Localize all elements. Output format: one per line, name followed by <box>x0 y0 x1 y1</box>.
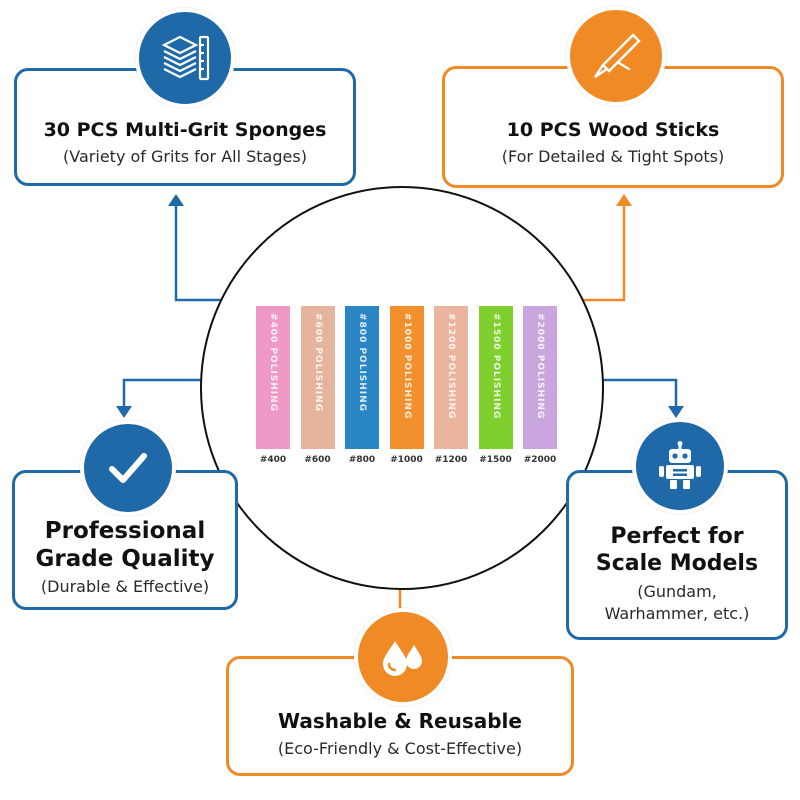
grit-strip-text: #400 POLISHING <box>268 313 278 413</box>
grit-label: #400 <box>259 455 287 465</box>
water-drops-icon <box>354 608 452 706</box>
arrow-sponges <box>168 194 184 206</box>
sponge-stack-icon <box>135 8 235 108</box>
grit-strip-text: #1200 POLISHING <box>446 313 456 420</box>
scalpel-stick-icon <box>566 6 666 106</box>
card-quality-title-1: Professional <box>44 518 206 544</box>
connector-quality <box>122 378 208 410</box>
arrow-quality <box>116 406 132 418</box>
card-quality-subtitle: (Durable & Effective) <box>40 577 210 596</box>
card-models-title-2: Scale Models <box>595 551 759 576</box>
grit-label: #600 <box>304 455 331 465</box>
arrow-sticks <box>616 194 632 206</box>
robot-icon <box>632 418 728 514</box>
grit-strip: #1500 POLISHING <box>478 306 513 449</box>
card-sponges-subtitle: (Variety of Grits for All Stages) <box>63 147 307 166</box>
card-washable-title: Washable & Reusable <box>278 709 522 733</box>
grit-strip: #800 POLISHING <box>345 306 379 449</box>
connector-sticks <box>570 196 626 302</box>
card-models-subtitle-2: Warhammer, etc.) <box>604 604 750 623</box>
grit-strip-text: #1500 POLISHING <box>490 313 501 420</box>
arrow-models <box>668 406 684 418</box>
card-quality-title-2: Grade Quality <box>35 546 215 572</box>
grit-strip: #400 POLISHING <box>256 306 290 449</box>
grit-label: #2000 <box>523 455 557 465</box>
grit-strip-text: #2000 POLISHING <box>535 313 545 420</box>
grit-strip-text: #600 POLISHING <box>312 313 323 413</box>
grit-strip: #600 POLISHING <box>300 306 335 449</box>
grit-label: #1500 <box>479 455 512 465</box>
grit-label: #1000 <box>390 455 423 465</box>
card-sticks-title: 10 PCS Wood Sticks <box>506 119 720 141</box>
checkmark-icon <box>80 420 176 516</box>
grit-strip: #1200 POLISHING <box>434 306 468 449</box>
grit-strip: #2000 POLISHING <box>523 306 557 449</box>
grit-label: #800 <box>348 455 376 465</box>
card-models-title-1: Perfect for <box>610 524 744 549</box>
connector-models <box>598 378 678 408</box>
card-washable-subtitle: (Eco-Friendly & Cost-Effective) <box>277 739 523 758</box>
card-models-subtitle-1: (Gundam, <box>637 582 717 601</box>
grit-strip-text: #800 POLISHING <box>357 313 367 413</box>
connector-sponges <box>174 200 238 302</box>
grit-strip: #1000 POLISHING <box>389 306 424 449</box>
card-sponges-title: 30 PCS Multi-Grit Sponges <box>43 119 327 141</box>
grit-label: #1200 <box>434 455 468 465</box>
grit-strip-text: #1000 POLISHING <box>401 313 412 420</box>
card-sticks-subtitle: (For Detailed & Tight Spots) <box>501 147 725 166</box>
